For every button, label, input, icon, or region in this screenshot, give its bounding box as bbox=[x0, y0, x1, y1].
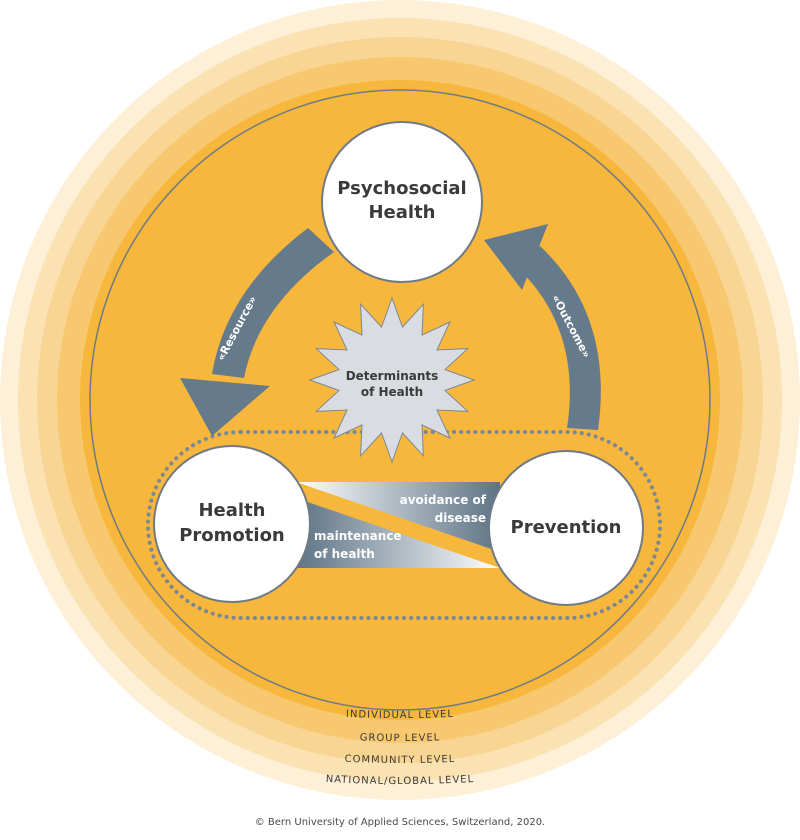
copyright-notice: © Bern University of Applied Sciences, S… bbox=[254, 817, 546, 828]
health-promotion-line2: Promotion bbox=[179, 525, 285, 546]
psychosocial-health-node bbox=[321, 121, 483, 283]
maintenance-label-line2: of health bbox=[314, 547, 375, 561]
health-promotion-node bbox=[153, 445, 311, 603]
resource-arrow bbox=[180, 228, 334, 436]
maintenance-label-line1: maintenance bbox=[314, 529, 402, 543]
level-label-individual: INDIVIDUAL LEVEL bbox=[346, 709, 454, 721]
determinants-sun-core bbox=[350, 338, 434, 422]
avoidance-label-line1: avoidance of bbox=[400, 493, 487, 507]
psychosocial-health-line2: Health bbox=[368, 202, 435, 223]
prevention-label: Prevention bbox=[511, 517, 622, 538]
avoidance-band bbox=[296, 482, 500, 552]
avoidance-label-line2: disease bbox=[435, 511, 486, 525]
level-label-group: GROUP LEVEL bbox=[360, 732, 441, 744]
determinants-label-line1: Determinants bbox=[346, 369, 439, 383]
psychosocial-health-line1: Psychosocial bbox=[337, 178, 466, 199]
determinants-label-line2: of Health bbox=[361, 385, 423, 399]
prevention-node bbox=[488, 450, 644, 606]
level-label-national-global: NATIONAL/GLOBAL LEVEL bbox=[326, 774, 475, 787]
core-outline bbox=[89, 89, 711, 711]
outcome-arrow bbox=[484, 224, 601, 430]
maintenance-band bbox=[296, 498, 500, 568]
health-promotion-line1: Health bbox=[198, 500, 265, 521]
level-label-community: COMMUNITY LEVEL bbox=[344, 754, 455, 766]
